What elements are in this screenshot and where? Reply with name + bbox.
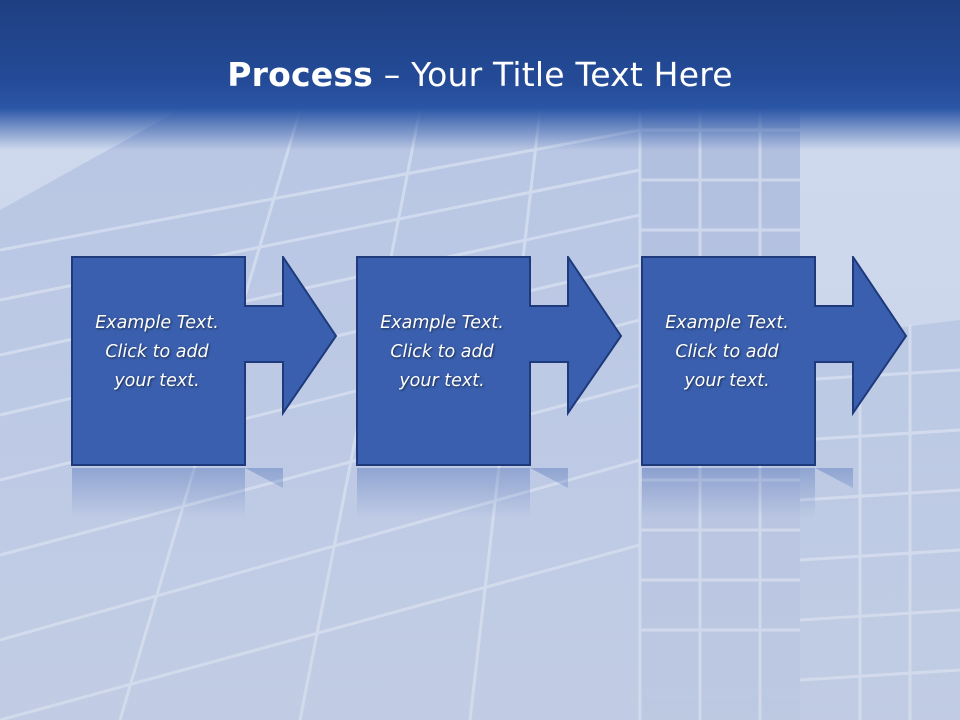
title-band: [0, 0, 960, 150]
step-arrow-shape: [71, 256, 338, 518]
step-text[interactable]: Example Text. Click to add your text.: [95, 313, 219, 391]
step-text[interactable]: Example Text. Click to add your text.: [380, 313, 504, 391]
step-arrow-shape: [356, 256, 623, 518]
title-bold: Process: [227, 55, 374, 94]
step-arrow-shape: [641, 256, 908, 518]
process-step-2[interactable]: Example Text. Click to add your text.: [356, 256, 696, 546]
process-step-1[interactable]: Example Text. Click to add your text.: [71, 256, 411, 546]
slide-title: Process – Your Title Text Here: [0, 54, 960, 96]
process-step-3[interactable]: Example Text. Click to add your text.: [641, 256, 960, 546]
title-rest: – Your Title Text Here: [373, 55, 733, 94]
step-text[interactable]: Example Text. Click to add your text.: [665, 313, 789, 391]
